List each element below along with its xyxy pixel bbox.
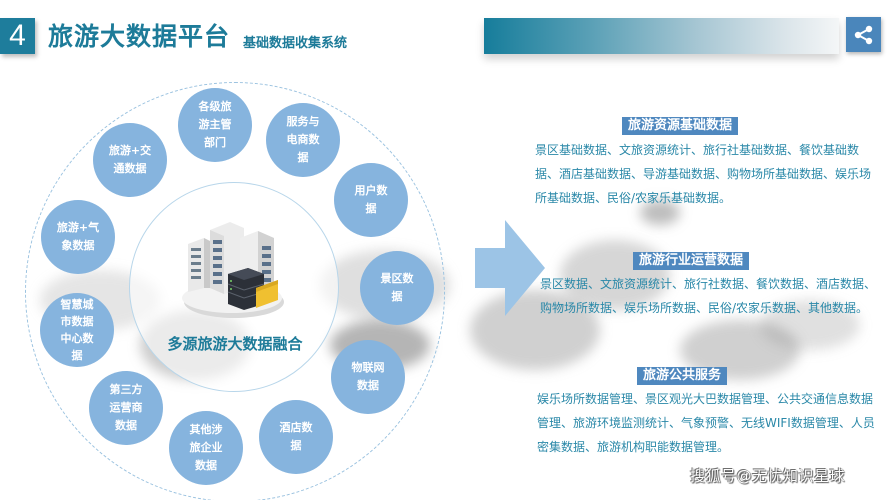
share-icon (854, 25, 872, 44)
page-title: 旅游大数据平台 (48, 22, 231, 51)
source-bubble-third-party-operators: 第三方运营商数据 (89, 371, 163, 445)
page-subtitle: 基础数据收集系统 (243, 36, 348, 51)
section-text-public-services: 娱乐场所数据管理、景区观光大巴数据管理、公共交通信息数据管理、旅游环境监测统计、… (537, 392, 875, 454)
source-bubble-other-tourism-enterprises: 其他涉旅企业数据 (169, 411, 243, 485)
source-bubble-service-ecommerce: 服务与电商数据 (266, 103, 340, 177)
source-bubble-hotel-data: 酒店数据 (259, 400, 333, 474)
server-cloud-icon (182, 222, 284, 318)
section-tag-tourism-resources: 旅游资源基础数据 (622, 117, 739, 135)
share-button[interactable] (846, 17, 881, 52)
outer-data-ring (25, 82, 445, 500)
section-number-badge: 4 (0, 18, 35, 54)
section-tag-public-services: 旅游公共服务 (637, 367, 728, 385)
center-fusion-label: 多源旅游大数据融合 (167, 335, 303, 353)
watermark: 搜狐号@无忧知识星球 (690, 467, 846, 485)
section-text-tourism-resources: 景区基础数据、文旅资源统计、旅行社基础数据、餐饮基础数据、酒店基础数据、导游基础… (535, 143, 872, 205)
source-bubble-tourism-transport: 旅游+交通数据 (93, 123, 167, 197)
source-bubble-tourism-weather: 旅游+气象数据 (41, 200, 115, 274)
source-bubble-user-data: 用户数据 (334, 163, 408, 237)
source-bubble-smart-city-data-center: 智慧城市数据中心数据 (40, 293, 114, 367)
section-tag-industry-operations: 旅游行业运营数据 (633, 252, 750, 270)
section-text-industry-operations: 景区数据、文旅资源统计、旅行社数据、餐饮数据、酒店数据、购物场所数据、娱乐场所数… (540, 277, 877, 315)
header-gradient-bar (484, 18, 839, 54)
source-bubble-tourism-authorities: 各级旅游主管部门 (178, 88, 252, 162)
source-bubble-iot-data: 物联网数据 (331, 340, 405, 414)
source-bubble-scenic-data: 景区数据 (360, 251, 434, 325)
right-arrow-icon (475, 220, 545, 316)
